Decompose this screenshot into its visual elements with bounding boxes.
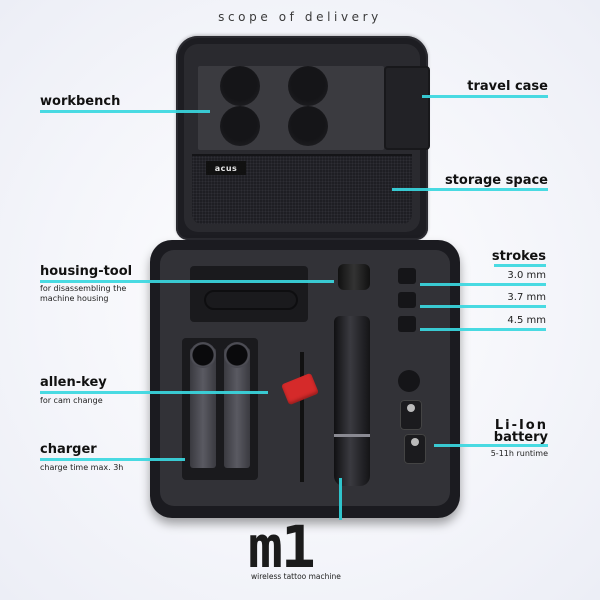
battery-slot-empty bbox=[398, 370, 420, 392]
charger-callout-line bbox=[40, 458, 185, 461]
allen-key-description: for cam change bbox=[40, 396, 103, 405]
travel-case-lid: acus bbox=[176, 36, 430, 240]
machine-callout-line bbox=[339, 478, 342, 520]
battery-description: 5-11h runtime bbox=[490, 449, 548, 458]
battery-cell bbox=[400, 400, 422, 430]
stroke-cam-3-7 bbox=[398, 292, 416, 308]
strokes-underline bbox=[494, 264, 546, 267]
charger-cap bbox=[224, 342, 250, 368]
workbench-callout-line bbox=[40, 110, 210, 113]
housing-tool-callout-line bbox=[40, 280, 334, 283]
allen-key-handle bbox=[281, 372, 319, 406]
page-title: scope of delivery bbox=[218, 10, 382, 24]
stroke-cam-4-5 bbox=[398, 316, 416, 332]
housing-tool-description-1: for disassembling the bbox=[40, 284, 127, 293]
workbench-cup bbox=[288, 106, 328, 146]
brand-logo: acus bbox=[206, 161, 246, 175]
workbench-cup bbox=[288, 66, 328, 106]
charger-bay bbox=[224, 342, 250, 468]
housing-tool-description-2: machine housing bbox=[40, 294, 109, 303]
housing-tool-label: housing-tool bbox=[40, 264, 133, 279]
battery-cell bbox=[404, 434, 426, 464]
product-subtitle: wireless tattoo machine bbox=[251, 572, 341, 581]
battery-callout-line bbox=[434, 444, 548, 447]
stroke-3-0-label: 3.0 mm bbox=[507, 270, 546, 281]
usb-cable bbox=[204, 290, 298, 310]
charger-label: charger bbox=[40, 442, 97, 457]
workbench-cup bbox=[220, 66, 260, 106]
foam-insert bbox=[160, 250, 450, 506]
charger-slot bbox=[182, 338, 258, 480]
battery-label-line-1: Li-Ion bbox=[494, 418, 548, 433]
storage-callout-line bbox=[392, 188, 548, 191]
workbench-foam bbox=[198, 66, 384, 150]
stroke-3-7-label: 3.7 mm bbox=[507, 292, 546, 303]
tattoo-machine bbox=[334, 316, 370, 486]
storage-mesh: acus bbox=[192, 154, 412, 224]
machine-ring bbox=[334, 434, 370, 437]
stroke-3-0-callout-line bbox=[420, 283, 546, 286]
travel-case-label: travel case bbox=[467, 79, 548, 94]
product-name: m1 bbox=[248, 513, 316, 581]
battery-label-line-2: battery bbox=[493, 430, 548, 445]
strokes-label: strokes bbox=[491, 249, 546, 264]
travel-case-callout-line bbox=[422, 95, 548, 98]
allen-key-callout-line bbox=[40, 391, 268, 394]
allen-key-shaft bbox=[300, 352, 304, 482]
stroke-cam-3-0 bbox=[398, 268, 416, 284]
travel-case-base bbox=[150, 240, 460, 518]
stroke-4-5-callout-line bbox=[420, 328, 546, 331]
housing-tool bbox=[338, 264, 370, 290]
workbench-label: workbench bbox=[40, 94, 121, 109]
stroke-3-7-callout-line bbox=[420, 305, 546, 308]
charger-cap bbox=[190, 342, 216, 368]
charger-bay bbox=[190, 342, 216, 468]
charger-description: charge time max. 3h bbox=[40, 463, 124, 472]
storage-pocket bbox=[384, 66, 430, 150]
lid-interior: acus bbox=[184, 44, 430, 232]
workbench-cup bbox=[220, 106, 260, 146]
allen-key-label: allen-key bbox=[40, 375, 107, 390]
storage-space-label: storage space bbox=[444, 173, 548, 188]
stroke-4-5-label: 4.5 mm bbox=[507, 315, 546, 326]
